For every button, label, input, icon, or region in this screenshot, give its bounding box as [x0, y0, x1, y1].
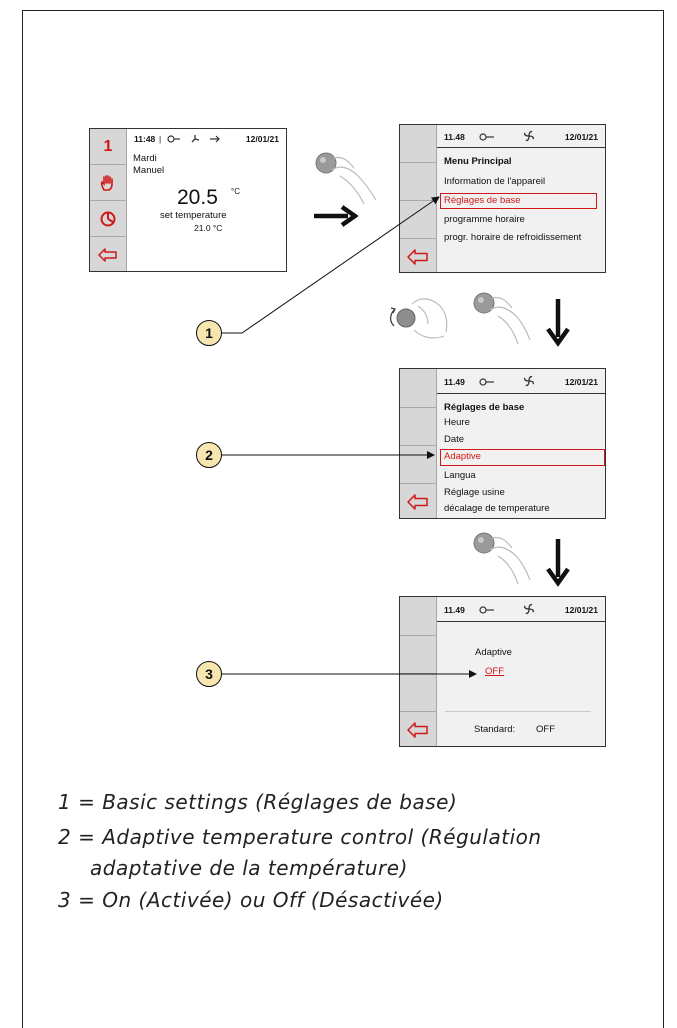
current-temperature: 20.5 [177, 186, 218, 209]
side-segment[interactable] [400, 369, 436, 408]
selection-box [440, 193, 597, 209]
side-segment[interactable] [400, 597, 436, 636]
fan-icon [523, 603, 535, 615]
side-segment[interactable] [400, 201, 436, 239]
back-arrow-icon [407, 494, 428, 510]
heat-icon [210, 135, 220, 143]
set-temperature-label: set temperature [160, 210, 227, 221]
menu-item[interactable]: Réglage usine [444, 487, 505, 498]
side-segment[interactable] [400, 674, 436, 712]
status-bar: 11.49 12/01/21 [437, 600, 605, 620]
temperature-unit: °C [231, 187, 240, 196]
back-arrow-icon [407, 722, 428, 738]
status-divider [437, 147, 605, 148]
knob-rotate-icon [390, 298, 448, 339]
screen-main-menu-main: 11.48 12/01/21 Menu Principal Informatio… [437, 125, 605, 272]
side-segment-back[interactable] [90, 237, 126, 271]
screen-basic-settings: 11.49 12/01/21 Réglages de base Heure Da… [399, 368, 606, 519]
legend-line-2: 2 = Adaptive temperature control (Régula… [58, 825, 542, 849]
key-icon [479, 378, 494, 386]
standard-label: Standard: [474, 724, 516, 735]
side-panel [400, 125, 437, 272]
status-date: 12/01/21 [564, 605, 598, 615]
side-segment-back[interactable] [400, 712, 436, 746]
adaptive-value[interactable]: OFF [485, 666, 504, 677]
screen-adaptive-main: 11.49 12/01/21 Adaptive OFF Standard: OF… [437, 597, 605, 746]
fan-icon [523, 375, 535, 387]
key-icon [479, 606, 494, 614]
status-date: 12/01/21 [564, 377, 598, 387]
legend-line-4: 3 = On (Activée) ou Off (Désactivée) [58, 888, 444, 912]
status-bar: 11.48 12/01/21 [437, 127, 605, 147]
fan-icon [191, 135, 200, 143]
status-date: 12/01/21 [564, 132, 598, 142]
side-segment-back[interactable] [400, 484, 436, 518]
key-icon [479, 133, 494, 141]
status-date: 12/01/21 [245, 134, 279, 144]
hand-icon [100, 174, 113, 191]
menu-title: Réglages de base [444, 402, 525, 413]
screen-basic-settings-main: 11.49 12/01/21 Réglages de base Heure Da… [437, 369, 605, 518]
selection-box [440, 449, 605, 466]
side-panel [400, 597, 437, 746]
side-segment-number[interactable]: 1 [90, 129, 126, 165]
status-bar: 11.49 12/01/21 [437, 372, 605, 392]
side-number: 1 [103, 137, 113, 155]
status-divider [437, 621, 605, 622]
arrow-down-icon [546, 539, 570, 587]
legend-line-1: 1 = Basic settings (Réglages de base) [58, 790, 458, 814]
mode-label: Manuel [133, 165, 165, 176]
side-segment[interactable] [400, 408, 436, 446]
key-icon [167, 135, 180, 143]
day-label: Mardi [133, 153, 157, 164]
side-segment-clock[interactable] [90, 201, 126, 237]
callout-line-1 [222, 196, 440, 334]
screen-home-main: 11:48 | 12/01/21 Mardi Manuel 20.5 °C se… [127, 129, 286, 271]
adaptive-label: Adaptive [475, 647, 512, 658]
menu-item[interactable]: Heure [444, 417, 470, 428]
clock-icon [100, 211, 116, 226]
status-time: 11:48 [134, 134, 156, 144]
menu-item[interactable]: Date [444, 434, 465, 445]
callout-2: 2 [196, 442, 222, 468]
menu-item[interactable]: programme horaire [444, 214, 525, 225]
status-divider [437, 393, 605, 394]
menu-item-selected[interactable]: Réglages de base [444, 195, 521, 206]
status-time: 11.49 [444, 605, 465, 615]
knob-press-icon [315, 152, 377, 205]
menu-item[interactable]: progr. horaire de refroidissement [444, 232, 582, 243]
legend-line-3: adaptative de la température) [90, 856, 408, 880]
status-time: 11.49 [444, 377, 465, 387]
side-segment[interactable] [400, 163, 436, 201]
standard-value: OFF [536, 724, 555, 735]
fan-icon [523, 130, 535, 142]
menu-item[interactable]: décalage de temperature [444, 503, 550, 514]
back-arrow-icon [98, 248, 117, 262]
page-frame [22, 10, 664, 1028]
menu-title: Menu Principal [444, 156, 512, 167]
side-segment-back[interactable] [400, 239, 436, 272]
side-panel: 1 [90, 129, 127, 271]
menu-item[interactable]: Information de l'appareil [444, 176, 546, 187]
back-arrow-icon [407, 248, 428, 265]
status-bar: 11:48 | 12/01/21 [134, 134, 279, 144]
side-segment[interactable] [400, 446, 436, 484]
side-panel [400, 369, 437, 518]
arrow-right-icon [314, 205, 358, 227]
screen-adaptive: 11.49 12/01/21 Adaptive OFF Standard: OF… [399, 596, 606, 747]
status-time: 11.48 [444, 132, 465, 142]
side-segment[interactable] [400, 125, 436, 163]
divider [445, 711, 591, 712]
screen-home: 1 11:48 | 12/01/21 Mardi Manuel 20.5 °C … [89, 128, 287, 272]
menu-item-selected[interactable]: Adaptive [444, 451, 481, 462]
arrow-down-icon [546, 299, 570, 347]
set-temperature-value: 21.0 °C [194, 223, 223, 233]
callout-1: 1 [196, 320, 222, 346]
knob-press-icon [473, 292, 531, 345]
knob-press-icon [473, 532, 531, 585]
menu-item[interactable]: Langua [444, 470, 476, 481]
side-segment-hand[interactable] [90, 165, 126, 201]
callout-3: 3 [196, 661, 222, 687]
